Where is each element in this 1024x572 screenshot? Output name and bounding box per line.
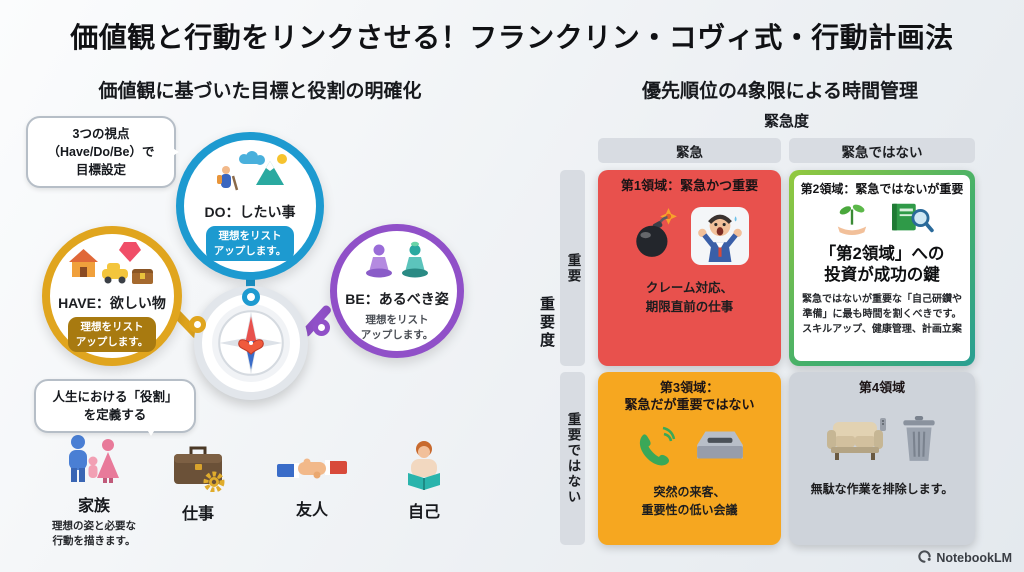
node-be: [313, 319, 330, 336]
importance-axis-label: 重要度: [538, 296, 555, 350]
quadrant-2-body: 緊急ではないが重要な「自己研鑽や 準備」に最も時間を割くべきです。 スキルアップ…: [802, 293, 962, 335]
panic-person-icon: [690, 206, 749, 265]
do-title: DO：したい事: [204, 204, 296, 221]
quadrant-1-title: 第1領域：緊急かつ重要: [620, 178, 759, 193]
family-icon: [64, 434, 124, 489]
inbox-icon: [693, 425, 747, 470]
node-do: [242, 288, 260, 306]
quadrant-4-title: 第4領域: [858, 380, 906, 395]
be-meditation-icon: [359, 240, 435, 287]
be-title: BE：あるべき姿: [345, 291, 449, 308]
bomb-icon: [631, 207, 679, 264]
goal-setting-bubble: 3つの視点 （Have/Do/Be）で 目標設定: [26, 116, 179, 188]
do-circle: DO：したい事 理想をリスト アップします。: [176, 132, 324, 280]
role-self-label: 自己: [407, 504, 440, 521]
notebooklm-logo-icon: [917, 549, 932, 567]
urgency-axis-label: 緊急度: [763, 113, 809, 130]
quadrant-2-title: 第2領域：緊急ではないが重要: [800, 182, 964, 196]
sprout-hand-icon: [830, 200, 874, 241]
page-title: 価値観と行動をリンクさせる！フランクリン・コヴィ式・行動計画法: [70, 22, 954, 53]
column-header-urgent: 緊急: [598, 138, 781, 163]
right-section-heading: 優先順位の4象限による時間管理: [642, 81, 918, 102]
be-desc: 理想をリスト アップします。: [360, 314, 434, 341]
quadrant-3-title: 第3領域： 緊急だが重要ではない: [624, 380, 755, 412]
handshake-icon: [277, 450, 347, 493]
have-title: HAVE：欲しい物: [58, 295, 166, 312]
quadrant-2-card: 第2領域：緊急ではないが重要: [794, 175, 970, 361]
quadrant-2: 第2領域：緊急ではないが重要: [789, 170, 975, 366]
search-book-icon: [888, 200, 934, 241]
row-header-important: 重要: [560, 170, 585, 366]
quadrant-2-headline: 「第2領域」への 投資が成功の鍵: [819, 245, 945, 285]
quadrant-3: 第3領域： 緊急だが重要ではない 突然の来客、 重要性の低い会議: [598, 372, 781, 545]
role-family-label: 家族: [77, 498, 110, 515]
role-work-label: 仕事: [181, 506, 214, 523]
have-desc: 理想をリスト アップします。: [67, 317, 157, 352]
role-friend-label: 友人: [295, 502, 328, 519]
quadrant-4-desc: 無駄な作業を排除します。: [810, 481, 954, 496]
role-friend: 友人: [264, 450, 360, 520]
quadrant-1: 第1領域：緊急かつ重要: [598, 170, 781, 366]
left-section-heading: 価値観に基づいた目標と役割の明確化: [98, 81, 422, 102]
role-work: 仕事: [154, 444, 242, 524]
quadrant-1-desc: クレーム対応、 期限直前の仕事: [645, 280, 734, 315]
role-self: 自己: [378, 440, 470, 522]
quadrant-4: 第4領域: [789, 372, 975, 545]
briefcase-icon: [170, 444, 226, 497]
phone-icon: [633, 422, 681, 473]
row-header-not-important: 重要ではない: [560, 372, 585, 545]
role-family-note: 理想の姿と必要な 行動を描きます。: [52, 520, 136, 548]
role-definition-bubble: 人生における「役割」 を定義する: [34, 379, 196, 436]
column-header-not-urgent: 緊急ではない: [789, 138, 975, 163]
do-desc: 理想をリスト アップします。: [205, 226, 295, 261]
do-activity-icon: [212, 151, 288, 200]
role-family: 家族 理想の姿と必要な 行動を描きます。: [44, 434, 144, 549]
brand-name: NotebookLM: [936, 551, 1012, 565]
node-have: [189, 316, 206, 333]
have-items-icon: [68, 240, 156, 291]
quadrant-3-desc: 突然の来客、 重要性の低い会議: [641, 484, 738, 518]
have-circle: HAVE：欲しい物 理想をリスト アップします。: [42, 226, 182, 366]
reading-icon: [401, 440, 447, 495]
couch-icon: [825, 415, 887, 468]
trash-icon: [899, 415, 939, 468]
be-circle: BE：あるべき姿 理想をリスト アップします。: [330, 224, 464, 358]
brand-footer: NotebookLM: [917, 549, 1012, 567]
